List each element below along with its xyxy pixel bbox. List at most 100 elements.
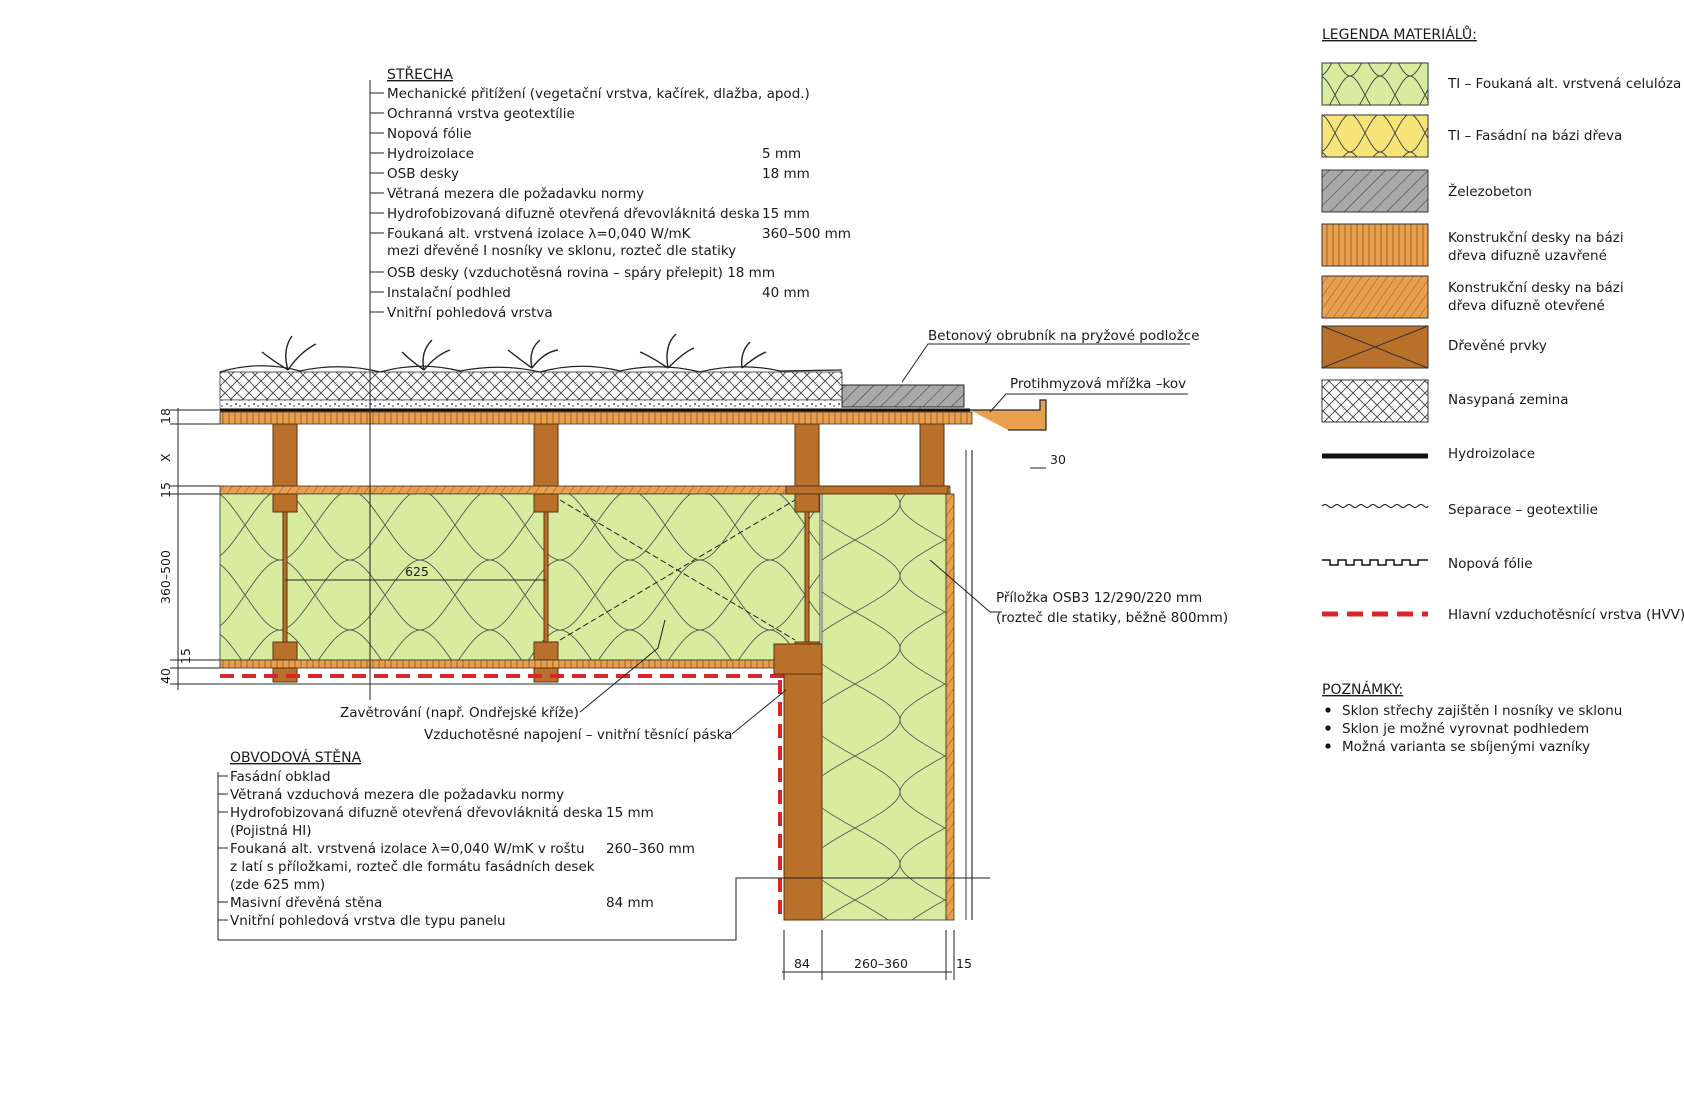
roof-layer-8: Foukaná alt. vrstvená izolace λ=0,040 W/…	[387, 226, 692, 242]
wall-layer-1: Fasádní obklad	[230, 769, 331, 785]
roof-layers: STŘECHA Mechanické přitížení (vegetační …	[370, 66, 851, 321]
dim-15-bottom: 15	[178, 648, 193, 664]
dim-625: 625	[405, 564, 429, 579]
wall-layers: OBVODOVÁ STĚNA Fasádní obklad Větraná vz…	[217, 749, 990, 941]
note-3: Možná varianta se sbíjenými vazníky	[1342, 739, 1590, 755]
solid-timber-wall	[783, 659, 823, 921]
legend-label-10: Nopová fólie	[1448, 556, 1533, 572]
swatch-insulation-yellow	[1321, 114, 1429, 158]
callout-osb-strip-1: Příložka OSB3 12/290/220 mm	[996, 590, 1202, 606]
legend-label-5-line2: dřeva difuzně otevřené	[1448, 298, 1605, 314]
swatch-board-closed	[1321, 223, 1429, 267]
dim-84: 84	[794, 956, 810, 971]
roof-layer-10: Instalační podhled	[387, 285, 511, 301]
legend-label-4: Konstrukční desky na bázi	[1448, 230, 1624, 246]
legend-swatches	[1321, 62, 1429, 423]
legend-label-5: Konstrukční desky na bázi	[1448, 280, 1624, 296]
section-drawing	[219, 333, 1047, 921]
dim-x: X	[158, 453, 173, 462]
dimensions	[170, 408, 1046, 980]
insect-mesh	[970, 399, 1047, 431]
gravel-strip	[219, 399, 921, 410]
wall-layer-4: Foukaná alt. vrstvená izolace λ=0,040 W/…	[230, 841, 585, 857]
wall-layer-3: Hydrofobizovaná difuzně otevřená dřevovl…	[230, 805, 603, 821]
swatch-board-open	[1321, 275, 1429, 319]
swatch-concrete	[1321, 169, 1429, 213]
roof-layer-4-value: 5 mm	[762, 146, 801, 162]
wall-insulation	[821, 493, 947, 921]
legend-label-3: Železobeton	[1448, 182, 1532, 200]
roof-layer-5: OSB desky	[387, 166, 459, 182]
notes-title: POZNÁMKY:	[1322, 681, 1403, 698]
dim-15-wall: 15	[956, 956, 972, 971]
roof-layer-9: OSB desky (vzduchotěsná rovina – spáry p…	[387, 265, 775, 281]
dim-15-top: 15	[158, 482, 173, 498]
legend-label-6: Dřevěné prvky	[1448, 338, 1547, 354]
legend: LEGENDA MATERIÁLŮ: TI – Foukaná alt. vrs…	[1321, 25, 1684, 623]
rafters-upper	[272, 423, 945, 487]
legend-label-1: TI – Foukaná alt. vrstvená celulóza	[1447, 76, 1681, 92]
callout-bracing: Zavětrování (např. Ondřejské kříže)	[340, 705, 579, 721]
wall-layer-2: Větraná vzduchová mezera dle požadavku n…	[230, 787, 564, 803]
legend-label-9: Separace – geotextilie	[1448, 502, 1598, 518]
callout-mesh: Protihmyzová mřížka –kov	[1010, 376, 1186, 392]
roof-layer-7: Hydrofobizovaná difuzně otevřená dřevovl…	[387, 206, 760, 222]
roof-layer-2: Ochranná vrstva geotextílie	[387, 106, 575, 122]
roof-layer-4: Hydroizolace	[387, 146, 474, 162]
wall-top-plate	[785, 485, 949, 495]
roof-layer-6: Větraná mezera dle požadavku normy	[387, 186, 644, 202]
roof-layer-11: Vnitřní pohledová vrstva	[387, 305, 553, 321]
callout-curb: Betonový obrubník na pryžové podložce	[928, 328, 1200, 344]
plants	[261, 333, 767, 371]
roof-layer-8-value: 360–500 mm	[762, 226, 851, 242]
vegetation-top	[219, 365, 843, 373]
legend-label-7: Nasypaná zemina	[1448, 392, 1568, 408]
swatch-timber	[1321, 325, 1429, 369]
dim-360-500: 360–500	[158, 550, 173, 604]
wall-layer-6: Vnitřní pohledová vrstva dle typu panelu	[230, 913, 506, 929]
swatch-soil	[1321, 379, 1429, 423]
notes: POZNÁMKY: Sklon střechy zajištěn I nosní…	[1322, 681, 1622, 755]
legend-label-4-line2: dřeva difuzně uzavřené	[1448, 248, 1607, 264]
roof-layer-5-value: 18 mm	[762, 166, 810, 182]
osb-ceiling	[219, 659, 781, 669]
callout-airtight-joint: Vzduchotěsné napojení – vnitřní těsnící …	[424, 727, 732, 743]
roof-insulation	[219, 493, 821, 661]
roof-layer-1: Mechanické přitížení (vegetační vrstva, …	[387, 86, 810, 102]
swatch-insulation-green	[1321, 62, 1429, 106]
concrete-curb	[841, 384, 965, 408]
note-2: Sklon je možné vyrovnat podhledem	[1342, 721, 1589, 737]
note-1: Sklon střechy zajištěn I nosníky ve sklo…	[1342, 703, 1622, 719]
roof-layer-7-value: 15 mm	[762, 206, 810, 222]
wall-layer-3-line2: (Pojistná HI)	[230, 823, 312, 839]
dim-30: 30	[1050, 452, 1066, 467]
wall-layer-4-line3: (zde 625 mm)	[230, 877, 325, 893]
wall-layer-3-value: 15 mm	[606, 805, 654, 821]
wall-layer-4-line2: z latí s příložkami, rozteč dle formátu …	[230, 859, 595, 875]
callout-osb-strip-2: (rozteč dle statiky, běžně 800mm)	[996, 610, 1228, 626]
dim-18: 18	[158, 408, 173, 424]
bracing-cross	[559, 499, 796, 641]
wall-fibreboard	[945, 493, 955, 921]
dim-40: 40	[158, 668, 173, 684]
callouts	[579, 343, 1190, 735]
legend-label-2: TI – Fasádní na bázi dřeva	[1447, 128, 1622, 144]
dim-260-360: 260–360	[854, 956, 908, 971]
wall-heading: OBVODOVÁ STĚNA	[230, 749, 362, 766]
wall-layer-5: Masivní dřevěná stěna	[230, 895, 382, 911]
legend-label-8: Hydroizolace	[1448, 446, 1535, 462]
legend-title: LEGENDA MATERIÁLŮ:	[1322, 25, 1477, 43]
osb-deck	[219, 411, 973, 425]
wall-plate	[773, 643, 823, 675]
roof-layer-3: Nopová fólie	[387, 126, 472, 142]
wall-layer-5-value: 84 mm	[606, 895, 654, 911]
wall-layer-4-value: 260–360 mm	[606, 841, 695, 857]
vegetation-layer	[219, 371, 843, 401]
swatch-geotextile	[1321, 504, 1429, 508]
legend-label-11: Hlavní vzduchotěsnící vrstva (HVV)	[1448, 607, 1684, 623]
roof-heading: STŘECHA	[387, 66, 453, 83]
roof-layer-8-line2: mezi dřevěné I nosníky ve sklonu, rozteč…	[387, 243, 736, 259]
swatch-dimple-foil	[1322, 559, 1428, 566]
roof-layer-10-value: 40 mm	[762, 285, 810, 301]
